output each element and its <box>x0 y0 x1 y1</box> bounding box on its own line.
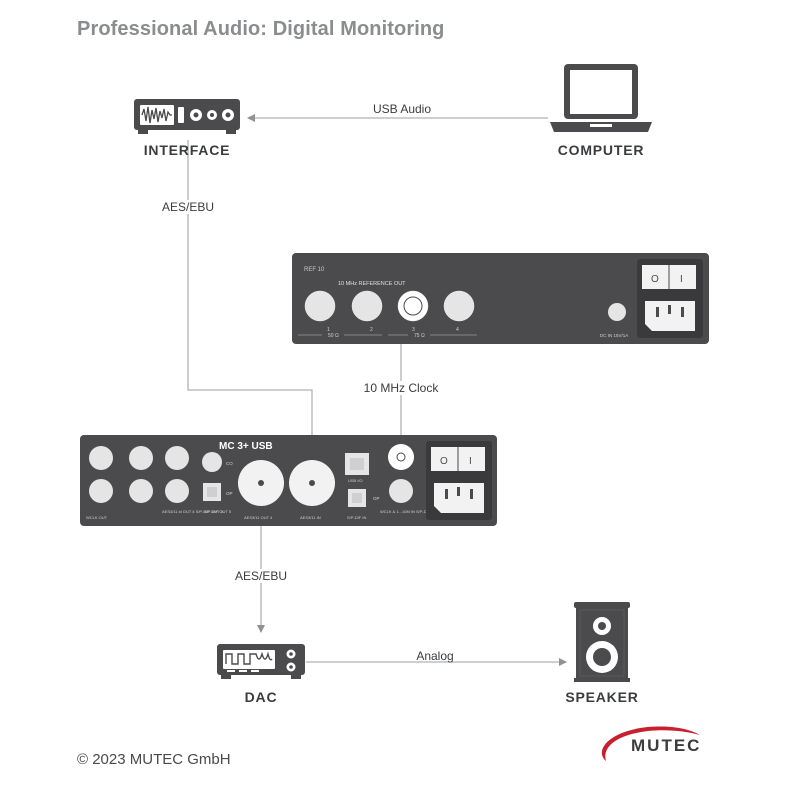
ref10-dc-jack <box>608 303 626 321</box>
ref10-port-4 <box>443 290 475 322</box>
mc3-op-label-2: OP <box>373 496 380 501</box>
clock-label: 10 MHz Clock <box>355 381 447 395</box>
mc3-aes-in-label: AES3/11 IN <box>300 515 321 520</box>
dac-label: DAC <box>244 689 278 705</box>
analog-label: Analog <box>416 649 454 663</box>
ref10-brand: REF 10 <box>304 267 325 273</box>
mc3-usb-label: USB I/O <box>348 478 363 483</box>
ref10-port-2 <box>351 290 383 322</box>
ref10-device: REF 10 10 MHz REFERENCE OUT 1 2 3 4 50 Ω… <box>292 253 709 344</box>
ref10-port-num-3: 3 <box>412 327 415 333</box>
mc3-brand: MC 3+ USB <box>219 441 273 452</box>
mc3-spdif-in-label: S/P-DIF IN <box>347 515 366 520</box>
mc3-switch-off: O <box>440 456 448 467</box>
mc3-spdif-out-label: S/P-DIF OUT 5 <box>204 509 232 514</box>
ref10-port-1 <box>304 290 336 322</box>
mutec-logo: MUTEC <box>631 736 702 755</box>
ref10-switch-on: I <box>680 274 683 285</box>
aes-ebu-line-1 <box>187 140 316 471</box>
mc3-wclk-in-label: WCLK & 1...10M IN S/P-DIF & AES3id IN <box>380 509 453 514</box>
aes-ebu-label-2: AES/EBU <box>221 569 301 583</box>
ref10-port-num-1: 1 <box>327 327 330 333</box>
page-title: Professional Audio: Digital Monitoring <box>77 18 445 40</box>
ref10-switch-off: O <box>651 274 659 285</box>
aes-ebu-label-1: AES/EBU <box>148 200 228 214</box>
ref10-ohm-50: 50 Ω <box>328 333 339 339</box>
ref10-port-3 <box>397 290 429 322</box>
mc3-co-label: CO <box>226 461 233 466</box>
ref10-port-num-4: 4 <box>456 327 459 333</box>
interface-icon <box>134 99 240 134</box>
mutec-logo-swoosh <box>601 726 700 761</box>
ref10-ports-header: 10 MHz REFERENCE OUT <box>338 281 406 287</box>
mc3-aes-out4-label: AES3/11 OUT 4 <box>244 515 273 520</box>
computer-label: COMPUTER <box>557 142 645 158</box>
speaker-icon <box>574 602 630 682</box>
usb-audio-label: USB Audio <box>372 102 432 116</box>
ref10-port-num-2: 2 <box>370 327 373 333</box>
ref10-ohm-75: 75 Ω <box>414 333 425 339</box>
mc3-wclk-out-label: WCLK OUT <box>86 515 108 520</box>
dac-icon <box>217 644 305 679</box>
ref10-dc-label: DC IN 15V/1A <box>600 333 628 338</box>
laptop-icon <box>550 64 652 132</box>
mc3-op-label: OP <box>226 491 233 496</box>
mc3-aes-out-label: AES3/11 id OUT 4 S/P-DIF OUT 3 <box>162 509 223 514</box>
interface-label: INTERFACE <box>143 142 231 158</box>
copyright: © 2023 MUTEC GmbH <box>77 751 231 768</box>
speaker-label: SPEAKER <box>565 689 639 705</box>
mc3-switch-on: I <box>469 456 472 467</box>
mc3-device: MC 3+ USB CO OP OP WCLK OUT AES3/11 id O… <box>80 435 497 526</box>
